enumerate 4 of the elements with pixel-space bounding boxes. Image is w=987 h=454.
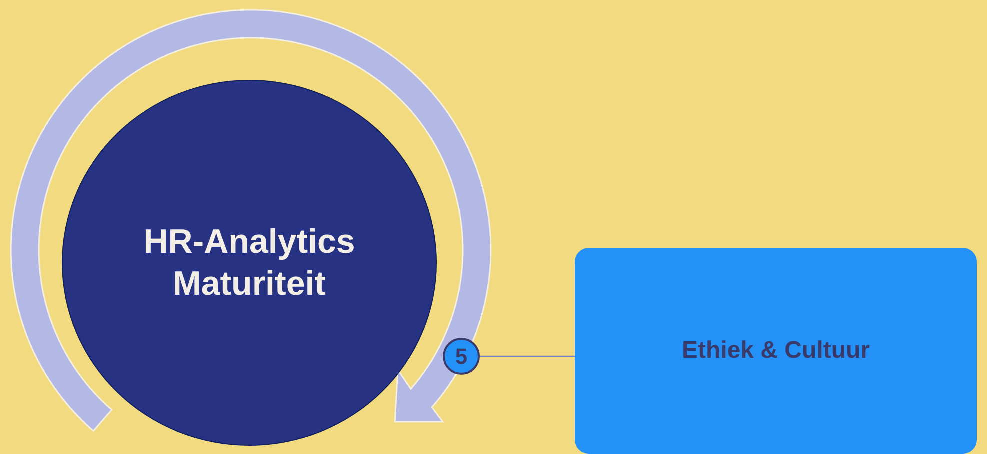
node-label: HR-Analytics Maturiteit bbox=[142, 222, 356, 305]
topic-box bbox=[575, 248, 977, 454]
node-label: Ethiek & Cultuur bbox=[682, 336, 870, 366]
connector-line bbox=[480, 356, 575, 358]
